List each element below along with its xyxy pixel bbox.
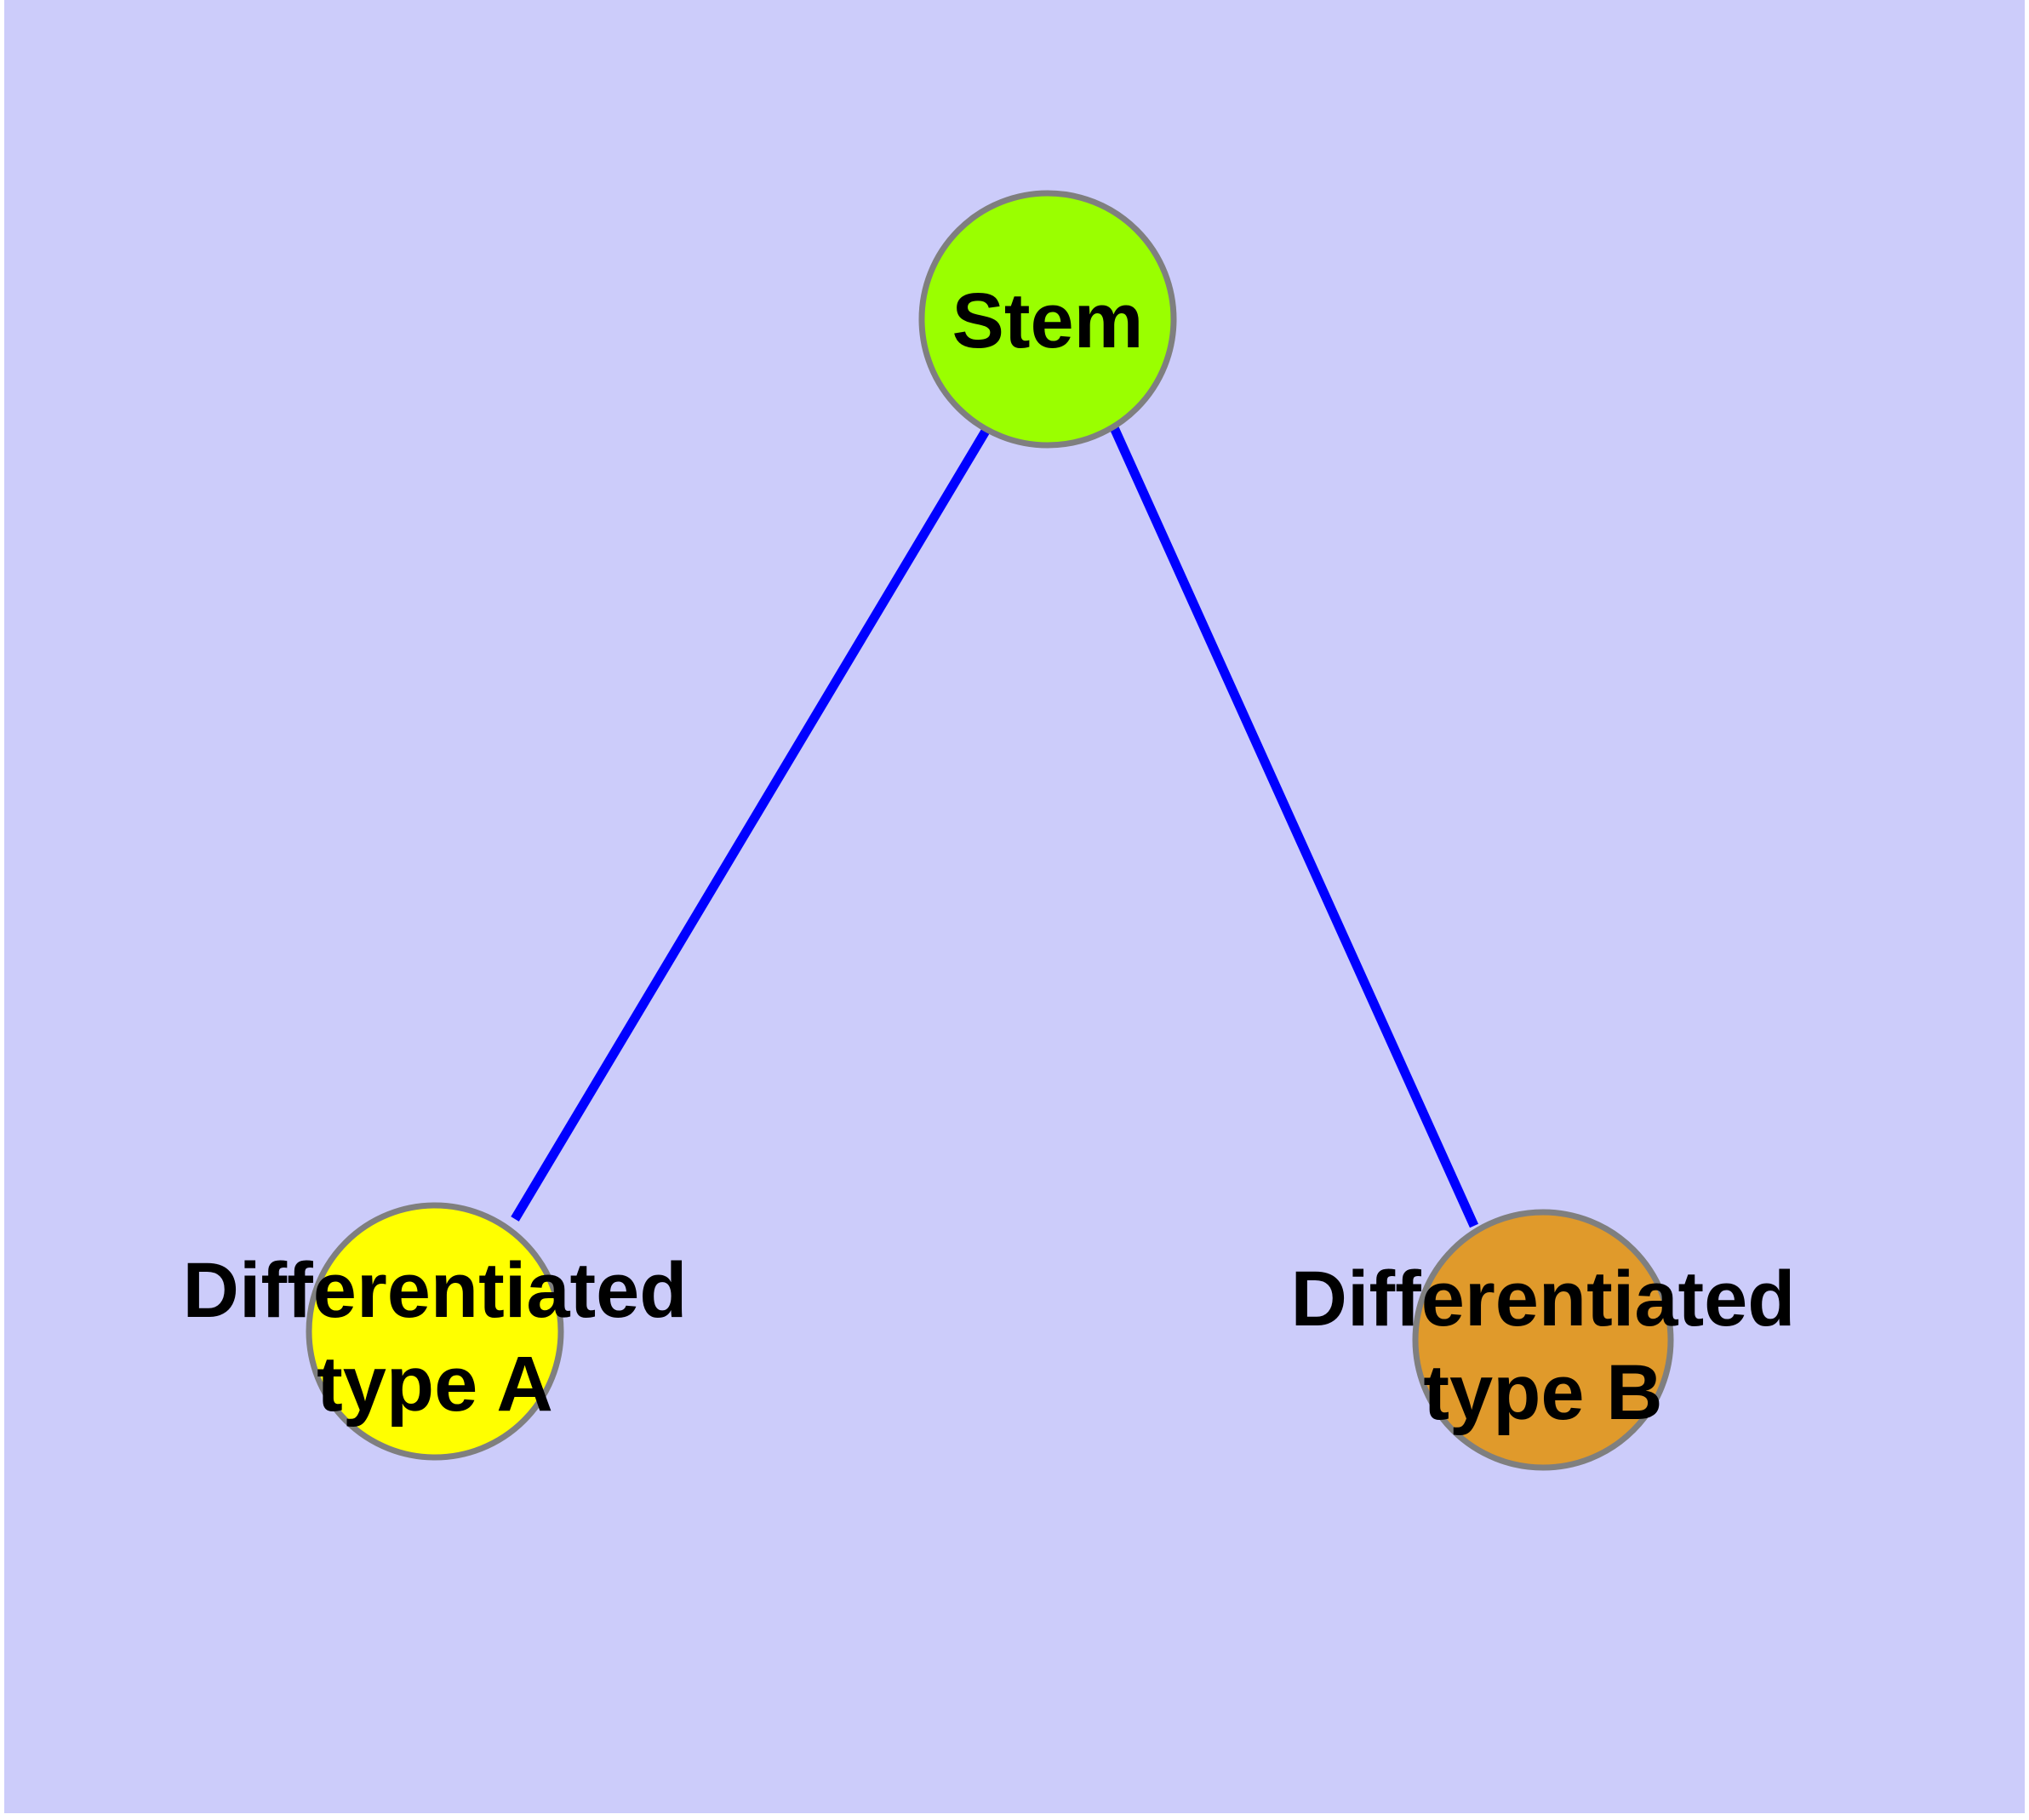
node-differentiated-type-b-label-line2: type B [1423, 1349, 1662, 1436]
label-layer: Stem Differentiated type A Differentiate… [183, 278, 1796, 1436]
node-differentiated-type-b-circle[interactable] [1412, 1209, 1674, 1471]
graph-svg: Stem Differentiated type A Differentiate… [183, 190, 1796, 1471]
node-differentiated-type-a-label-line2: type A [317, 1341, 553, 1428]
edge-stem-to-differentiated-type-b[interactable] [1107, 421, 1479, 1228]
node-differentiated-type-b-label-line1: Differentiated [1291, 1256, 1796, 1342]
node-differentiated-type-a-circle[interactable] [306, 1202, 564, 1461]
edge-stem-to-differentiated-type-a[interactable] [511, 421, 994, 1222]
node-stem-circle[interactable] [918, 190, 1177, 449]
node-stem-label: Stem [952, 278, 1144, 364]
edge-layer [511, 421, 1479, 1228]
graph-canvas: Stem Differentiated type A Differentiate… [4, 0, 2025, 1813]
node-differentiated-type-a-label-line1: Differentiated [183, 1247, 688, 1334]
node-layer [306, 190, 1674, 1471]
